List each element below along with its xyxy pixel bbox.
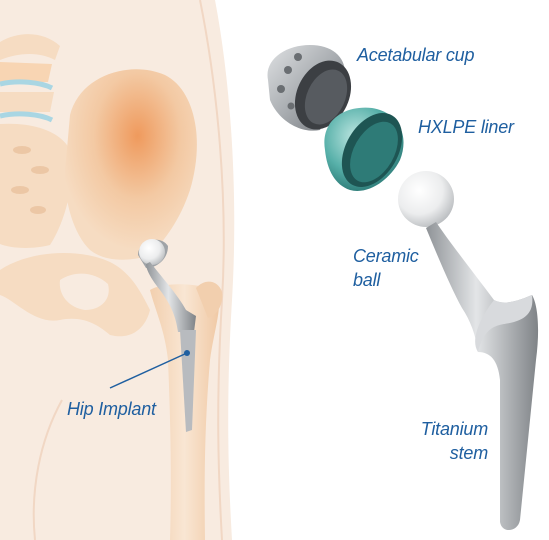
label-hip-implant: Hip Implant	[67, 398, 156, 420]
hxlpe-liner-icon	[324, 102, 414, 197]
label-acetabular-cup: Acetabular cup	[357, 44, 474, 66]
label-titanium-stem-line2: stem	[450, 442, 488, 464]
titanium-stem-icon	[426, 222, 538, 530]
label-titanium-stem-line1: Titanium	[421, 418, 488, 440]
label-ceramic-ball-line2: ball	[353, 269, 380, 291]
label-hxlpe-liner: HXLPE liner	[418, 116, 514, 138]
label-ceramic-ball-line1: Ceramic	[353, 245, 419, 267]
ceramic-ball-icon	[398, 171, 454, 227]
